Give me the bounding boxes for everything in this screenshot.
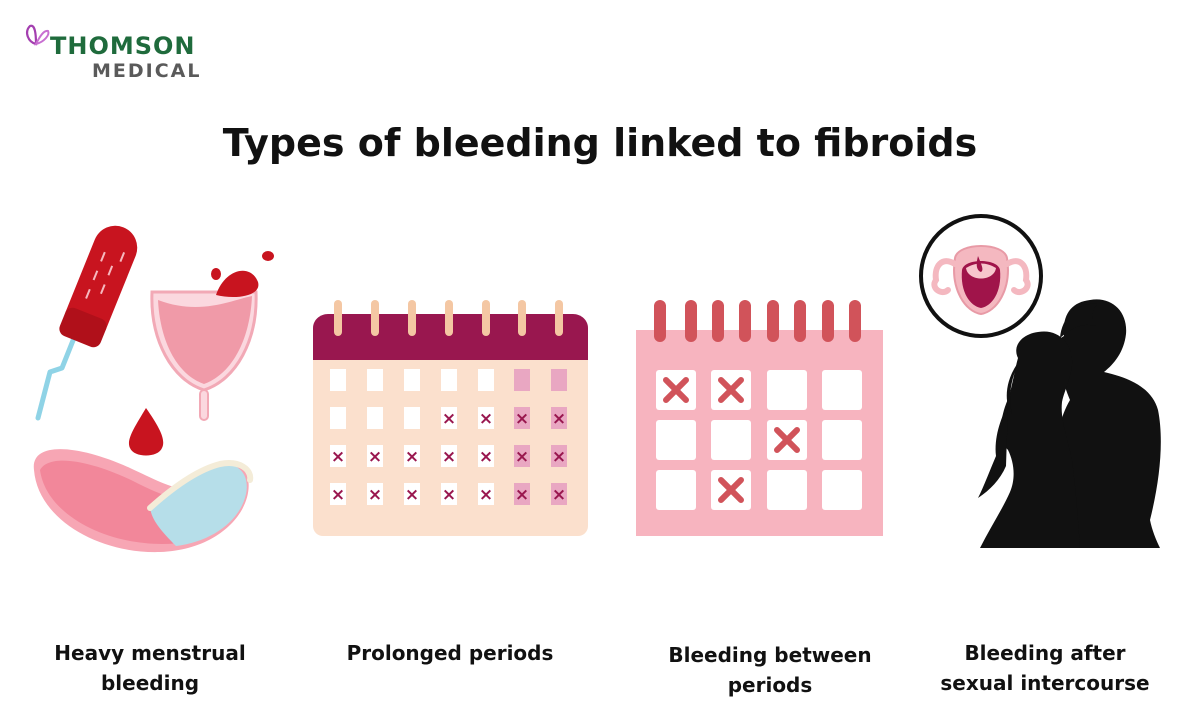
period-mark-icon: ×: [552, 409, 566, 429]
calendar-ring: [334, 300, 342, 336]
calendar-day: [822, 470, 862, 510]
label-heavy-menstrual-bleeding: Heavy menstrual bleeding: [54, 641, 246, 695]
calendar-ring: [445, 300, 453, 336]
calendar-day: [711, 470, 751, 510]
prolonged-calendar-icon: × × × × × × × × × × × × × × × × × ×: [313, 300, 588, 536]
butterfly-icon: [26, 24, 50, 46]
calendar-day: ×: [478, 483, 494, 505]
period-mark-icon: [718, 377, 744, 403]
uterus-icon: [931, 245, 1031, 316]
calendar-day: [711, 420, 751, 460]
label-prolonged-periods: Prolonged periods: [346, 641, 554, 665]
calendar-ring: [794, 300, 806, 342]
calendar-ring: [654, 300, 666, 342]
page-title: Types of bleeding linked to fibroids: [222, 121, 978, 165]
calendar-day: ×: [330, 483, 346, 505]
label-bleeding-between-periods: Bleeding between periods: [668, 643, 872, 697]
period-mark-icon: ×: [442, 409, 456, 429]
period-mark-icon: ×: [479, 485, 493, 505]
brand-name-medical: MEDICAL: [92, 60, 202, 82]
period-mark-icon: ×: [368, 485, 382, 505]
label-bleeding-after-intercourse: Bleeding after sexual intercourse: [940, 641, 1150, 695]
calendar-ring: [712, 300, 724, 342]
menstrual-products-icon: [33, 225, 274, 553]
calendar-day: [551, 369, 567, 391]
calendar-day: [767, 470, 807, 510]
period-mark-icon: [718, 477, 744, 503]
period-mark-icon: ×: [515, 485, 529, 505]
period-mark-icon: ×: [331, 485, 345, 505]
calendar-day: ×: [551, 407, 567, 429]
period-mark-icon: ×: [552, 447, 566, 467]
calendar-day: [441, 369, 457, 391]
period-mark-icon: ×: [331, 447, 345, 467]
calendar-day: [656, 420, 696, 460]
period-mark-icon: ×: [442, 485, 456, 505]
period-mark-icon: [774, 427, 800, 453]
period-mark-icon: ×: [479, 409, 493, 429]
calendar-day: ×: [551, 445, 567, 467]
calendar-day: ×: [330, 445, 346, 467]
calendar-day: ×: [441, 445, 457, 467]
calendar-day: ×: [404, 445, 420, 467]
calendar-ring: [767, 300, 779, 342]
brand-name-thomson: THOMSON: [50, 32, 196, 60]
calendar-day: ×: [441, 407, 457, 429]
period-mark-icon: ×: [368, 447, 382, 467]
calendar-day: [404, 407, 420, 429]
calendar-ring: [739, 300, 751, 342]
calendar-ring: [849, 300, 861, 342]
calendar-ring: [822, 300, 834, 342]
calendar-day: ×: [514, 483, 530, 505]
calendar-day: ×: [404, 483, 420, 505]
calendar-day: [822, 420, 862, 460]
brand-logo: THOMSON MEDICAL: [22, 22, 222, 84]
calendar-ring: [482, 300, 490, 336]
couple-silhouette-icon: [919, 214, 1161, 548]
period-mark-icon: [663, 377, 689, 403]
calendar-ring: [371, 300, 379, 336]
calendar-day: ×: [478, 407, 494, 429]
calendar-day: [822, 370, 862, 410]
calendar-ring: [408, 300, 416, 336]
calendar-day: ×: [441, 483, 457, 505]
period-mark-icon: ×: [405, 485, 419, 505]
calendar-day: [514, 369, 530, 391]
intermenstrual-calendar-icon: [636, 300, 883, 536]
calendar-day: [330, 407, 346, 429]
period-mark-icon: ×: [405, 447, 419, 467]
calendar-day: [711, 370, 751, 410]
calendar-day: ×: [478, 445, 494, 467]
calendar-day: [367, 369, 383, 391]
period-mark-icon: ×: [515, 409, 529, 429]
calendar-ring: [685, 300, 697, 342]
calendar-day: [767, 420, 807, 460]
calendar-day: ×: [514, 407, 530, 429]
calendar-day: ×: [514, 445, 530, 467]
period-mark-icon: ×: [442, 447, 456, 467]
calendar-day: [656, 370, 696, 410]
calendar-day: [656, 470, 696, 510]
calendar-day: ×: [367, 445, 383, 467]
calendar-day: ×: [367, 483, 383, 505]
calendar-day: [478, 369, 494, 391]
calendar-ring: [555, 300, 563, 336]
calendar-day: [330, 369, 346, 391]
calendar-day: [367, 407, 383, 429]
calendar-day: ×: [551, 483, 567, 505]
calendar-day: [767, 370, 807, 410]
calendar-ring: [518, 300, 526, 336]
period-mark-icon: ×: [552, 485, 566, 505]
calendar-day: [404, 369, 420, 391]
period-mark-icon: ×: [515, 447, 529, 467]
period-mark-icon: ×: [479, 447, 493, 467]
